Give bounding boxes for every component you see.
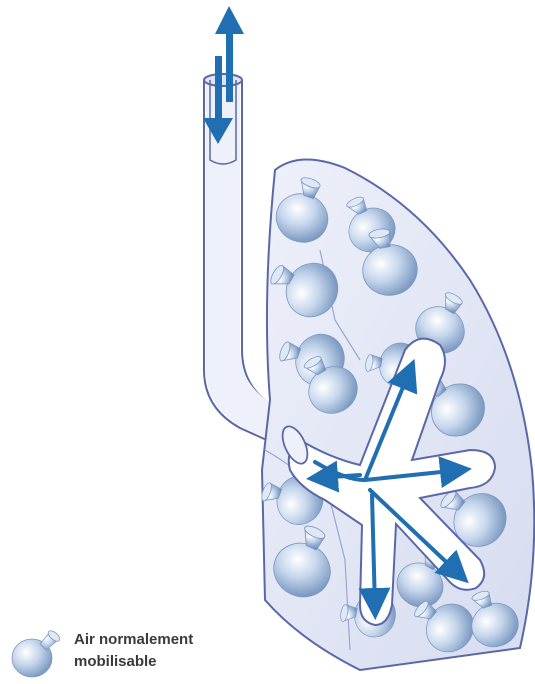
- legend-line-1: Air normalement: [74, 629, 244, 651]
- alveolus-icon: [6, 626, 64, 680]
- legend-label: Air normalement mobilisable: [74, 629, 244, 673]
- legend-line-2: mobilisable: [74, 651, 244, 673]
- legend: Air normalement mobilisable: [6, 624, 246, 680]
